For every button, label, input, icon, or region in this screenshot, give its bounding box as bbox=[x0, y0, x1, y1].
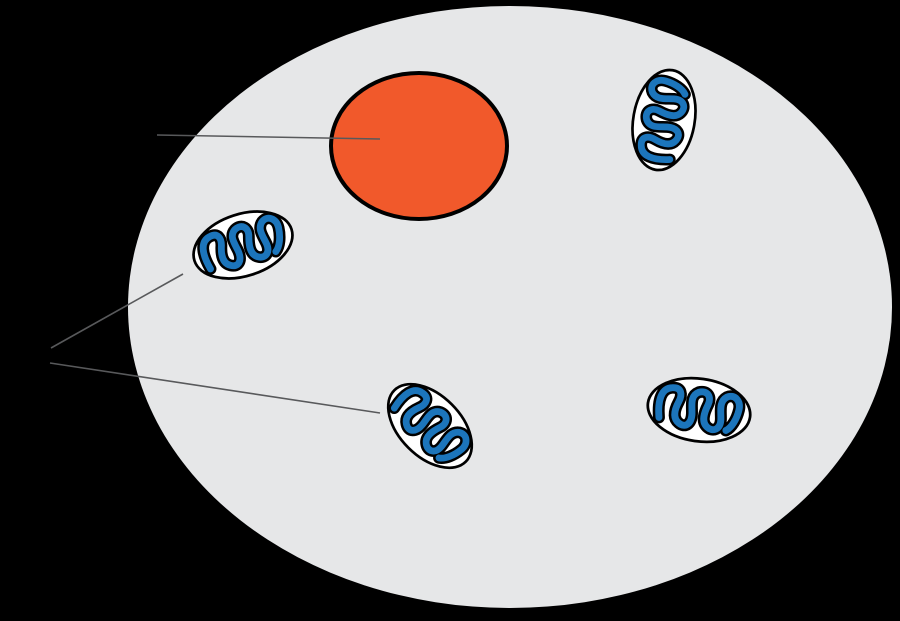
leader-line-mitochondrion-bottom bbox=[49, 362, 381, 414]
leader-line-nucleus bbox=[156, 134, 381, 140]
nucleus bbox=[329, 71, 509, 221]
cell-body bbox=[128, 6, 892, 608]
leader-line-mitochondrion-left bbox=[50, 273, 184, 349]
